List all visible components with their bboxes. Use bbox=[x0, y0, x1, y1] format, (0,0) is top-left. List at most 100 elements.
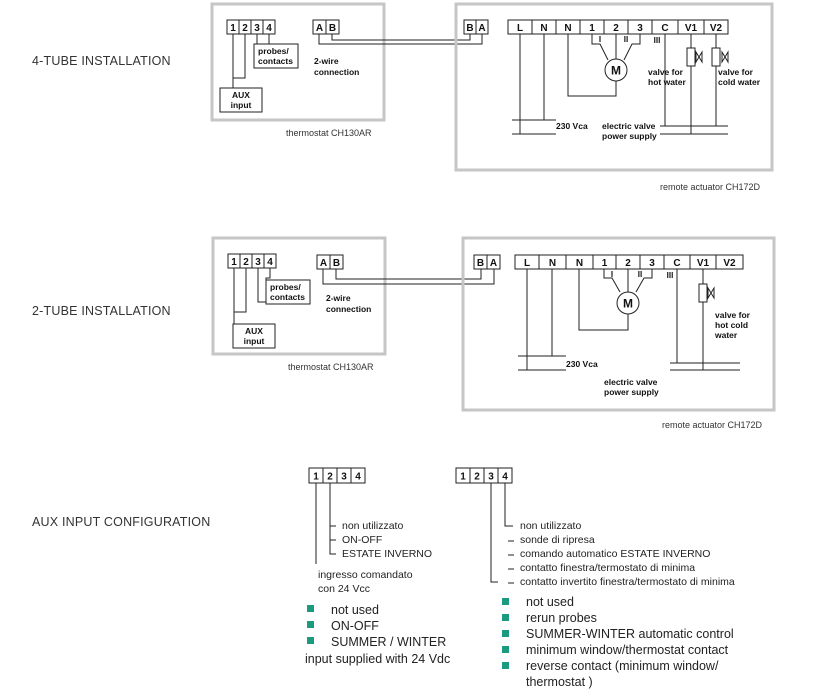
svg-text:power supply: power supply bbox=[604, 387, 659, 397]
svg-text:230 Vca: 230 Vca bbox=[566, 359, 598, 369]
thermostat-bus-terminals: A B bbox=[316, 254, 344, 270]
svg-text:input: input bbox=[231, 100, 252, 110]
svg-text:N: N bbox=[549, 258, 556, 269]
svg-text:ON-OFF: ON-OFF bbox=[331, 619, 379, 633]
bullet-icon bbox=[307, 621, 314, 628]
svg-text:probes/: probes/ bbox=[258, 46, 289, 56]
svg-text:I: I bbox=[611, 270, 613, 279]
svg-text:rerun probes: rerun probes bbox=[526, 611, 597, 625]
svg-text:2-wire: 2-wire bbox=[326, 293, 351, 303]
actuator-frame bbox=[461, 236, 776, 412]
svg-text:AUX: AUX bbox=[245, 326, 263, 336]
svg-text:C: C bbox=[661, 23, 668, 34]
svg-text:power supply: power supply bbox=[602, 131, 657, 141]
svg-text:A: A bbox=[320, 258, 327, 269]
probes-contacts-box bbox=[265, 279, 311, 305]
svg-text:ESTATE INVERNO: ESTATE INVERNO bbox=[342, 548, 432, 560]
svg-text:N: N bbox=[576, 258, 583, 269]
svg-text:4: 4 bbox=[267, 257, 273, 268]
svg-text:non utilizzato: non utilizzato bbox=[342, 520, 403, 532]
svg-text:contacts: contacts bbox=[270, 292, 305, 302]
svg-text:2: 2 bbox=[625, 258, 631, 269]
svg-text:input: input bbox=[244, 336, 265, 346]
svg-text:V2: V2 bbox=[723, 258, 736, 269]
svg-text:N: N bbox=[564, 23, 571, 34]
svg-text:electric valve: electric valve bbox=[604, 377, 658, 387]
svg-text:contatto finestra/termostato d: contatto finestra/termostato di minima bbox=[520, 562, 695, 574]
svg-text:4: 4 bbox=[355, 472, 361, 483]
svg-text:1: 1 bbox=[460, 472, 466, 483]
svg-text:contacts: contacts bbox=[258, 56, 293, 66]
svg-text:valve for: valve for bbox=[715, 310, 751, 320]
svg-text:cold water: cold water bbox=[718, 77, 761, 87]
svg-text:connection: connection bbox=[326, 304, 371, 314]
section-title-aux: AUX INPUT CONFIGURATION bbox=[32, 515, 210, 529]
svg-text:2: 2 bbox=[243, 257, 249, 268]
svg-text:not used: not used bbox=[331, 603, 379, 617]
aux-config-left: 1 2 3 4 non utilizzato ON-OFF ESTATE INV… bbox=[305, 467, 450, 666]
svg-text:not used: not used bbox=[526, 595, 574, 609]
terminal-label: 1 bbox=[230, 23, 236, 34]
bullet-icon bbox=[502, 630, 509, 637]
svg-text:3: 3 bbox=[255, 257, 261, 268]
svg-text:comando automatico ESTATE INVE: comando automatico ESTATE INVERNO bbox=[520, 548, 710, 560]
aux-input-box bbox=[219, 87, 263, 113]
svg-text:water: water bbox=[714, 330, 738, 340]
two-wire-connection bbox=[322, 269, 495, 285]
svg-text:valve for: valve for bbox=[648, 67, 684, 77]
section-title-two-tube: 2-TUBE INSTALLATION bbox=[32, 304, 171, 318]
section-title-four-tube: 4-TUBE INSTALLATION bbox=[32, 54, 171, 68]
svg-text:3: 3 bbox=[341, 472, 347, 483]
svg-text:B: B bbox=[477, 258, 484, 269]
svg-text:V1: V1 bbox=[685, 23, 698, 34]
svg-text:C: C bbox=[673, 258, 680, 269]
svg-text:hot cold: hot cold bbox=[715, 320, 748, 330]
svg-text:M: M bbox=[611, 64, 621, 78]
cold-water-valve-icon bbox=[711, 47, 721, 126]
svg-text:A: A bbox=[478, 23, 485, 34]
actuator-frame bbox=[454, 2, 774, 172]
svg-text:electric valve: electric valve bbox=[602, 121, 656, 131]
svg-text:minimum window/thermostat cont: minimum window/thermostat contact bbox=[526, 643, 729, 657]
svg-text:A: A bbox=[490, 258, 497, 269]
svg-text:B: B bbox=[466, 23, 473, 34]
hot-water-valve-icon bbox=[686, 47, 696, 134]
thermostat-bus-terminals: A B bbox=[312, 19, 340, 35]
svg-text:I: I bbox=[599, 35, 601, 44]
thermostat-terminal-block: 1 2 3 4 bbox=[226, 19, 276, 35]
aux-input-configuration: AUX INPUT CONFIGURATION 1 2 3 4 non util… bbox=[32, 467, 735, 689]
svg-text:SUMMER / WINTER: SUMMER / WINTER bbox=[331, 635, 446, 649]
svg-text:N: N bbox=[540, 23, 547, 34]
two-tube-installation: 2-TUBE INSTALLATION 1 2 3 4 probes/ cont… bbox=[32, 236, 776, 430]
actuator-bus-terminals: B A bbox=[463, 19, 489, 35]
svg-text:3: 3 bbox=[488, 472, 494, 483]
terminal-label: 4 bbox=[266, 23, 272, 34]
svg-text:probes/: probes/ bbox=[270, 282, 301, 292]
svg-text:non utilizzato: non utilizzato bbox=[520, 520, 581, 532]
svg-text:con 24 Vcc: con 24 Vcc bbox=[318, 583, 370, 595]
thermostat-frame bbox=[211, 236, 387, 356]
svg-text:2: 2 bbox=[327, 472, 333, 483]
thermostat-caption: thermostat CH130AR bbox=[286, 128, 372, 138]
bullet-icon bbox=[307, 605, 314, 612]
svg-text:M: M bbox=[623, 297, 633, 311]
bullet-icon bbox=[502, 646, 509, 653]
bullet-icon bbox=[502, 598, 509, 605]
svg-text:ingresso comandato: ingresso comandato bbox=[318, 569, 413, 581]
actuator-bus-terminals: B A bbox=[473, 254, 501, 270]
svg-text:3: 3 bbox=[649, 258, 655, 269]
svg-text:B: B bbox=[333, 258, 340, 269]
svg-text:II: II bbox=[638, 270, 642, 279]
actuator-caption: remote actuator CH172D bbox=[660, 182, 761, 192]
svg-text:2: 2 bbox=[613, 23, 619, 34]
aux-input-box bbox=[232, 323, 276, 349]
svg-text:reverse contact (minimum windo: reverse contact (minimum window/ bbox=[526, 659, 719, 673]
svg-text:II: II bbox=[624, 35, 628, 44]
svg-text:input supplied with 24 Vdc: input supplied with 24 Vdc bbox=[305, 652, 450, 666]
svg-text:valve for: valve for bbox=[718, 67, 754, 77]
svg-text:AUX: AUX bbox=[232, 90, 250, 100]
svg-text:1: 1 bbox=[589, 23, 595, 34]
bullet-icon bbox=[502, 662, 509, 669]
svg-text:sonde di ripresa: sonde di ripresa bbox=[520, 534, 595, 546]
